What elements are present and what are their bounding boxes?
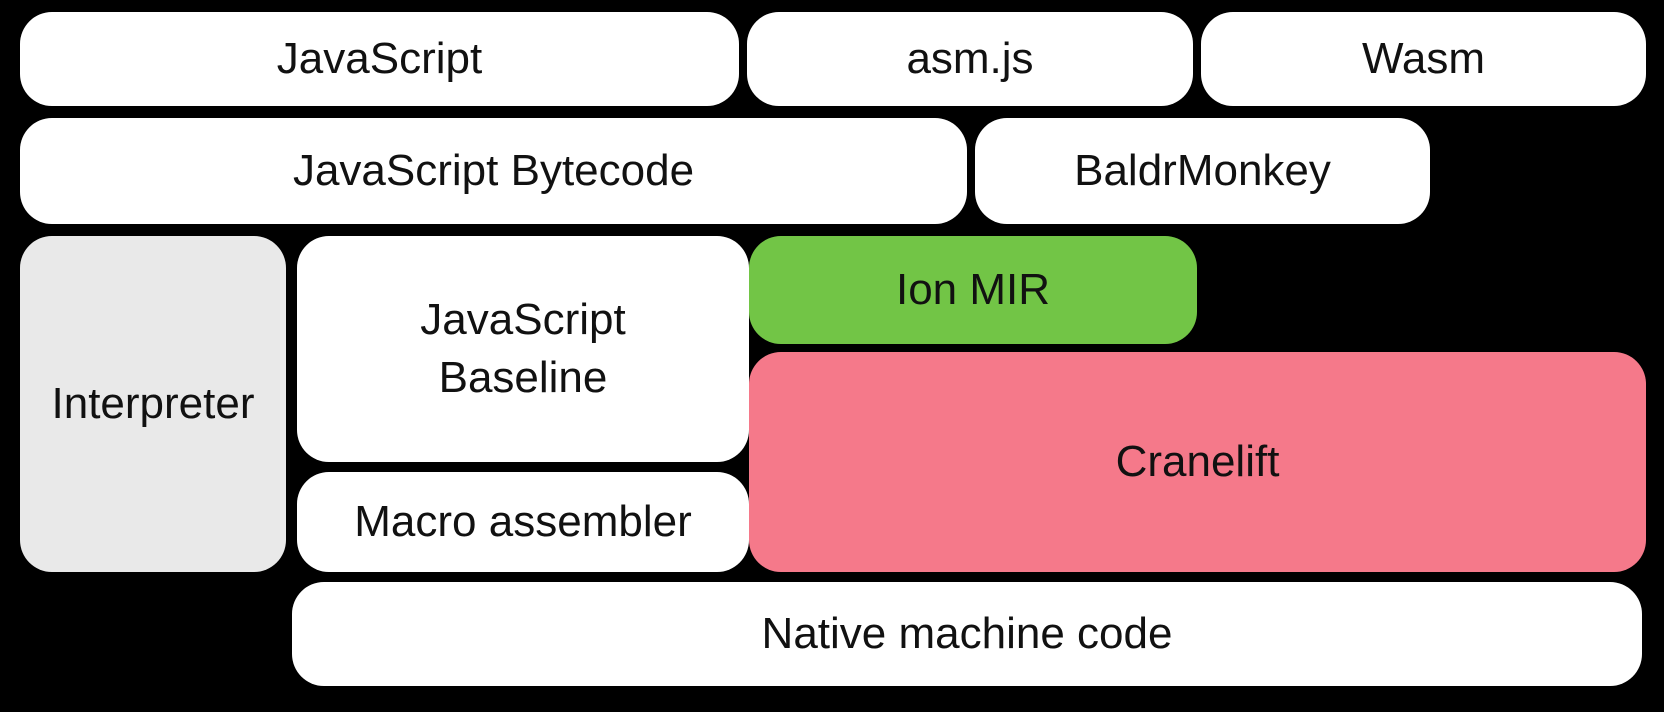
box-wasm: Wasm — [1201, 12, 1646, 106]
box-cranelift: Cranelift — [749, 352, 1646, 572]
box-javascript-baseline-label: JavaScript Baseline — [420, 294, 626, 402]
box-javascript-bytecode-label: JavaScript Bytecode — [292, 145, 695, 195]
box-macro-assembler-label: Macro assembler — [354, 496, 692, 546]
box-interpreter: Interpreter — [20, 236, 286, 572]
box-asm-js-label: asm.js — [906, 33, 1034, 83]
box-javascript-label: JavaScript — [276, 33, 483, 83]
box-native-machine-code-label: Native machine code — [761, 608, 1173, 658]
box-cranelift-label: Cranelift — [1115, 436, 1280, 486]
box-wasm-label: Wasm — [1361, 33, 1486, 83]
box-ion-mir: Ion MIR — [749, 236, 1197, 344]
box-interpreter-label: Interpreter — [51, 378, 255, 428]
box-javascript-bytecode: JavaScript Bytecode — [20, 118, 967, 224]
box-ion-mir-label: Ion MIR — [895, 264, 1051, 314]
box-native-machine-code: Native machine code — [292, 582, 1642, 686]
box-baldrmonkey: BaldrMonkey — [975, 118, 1430, 224]
box-macro-assembler: Macro assembler — [297, 472, 749, 572]
box-baldrmonkey-label: BaldrMonkey — [1074, 145, 1331, 195]
box-asm-js: asm.js — [747, 12, 1193, 106]
box-javascript: JavaScript — [20, 12, 739, 106]
box-javascript-baseline: JavaScript Baseline — [297, 236, 749, 462]
